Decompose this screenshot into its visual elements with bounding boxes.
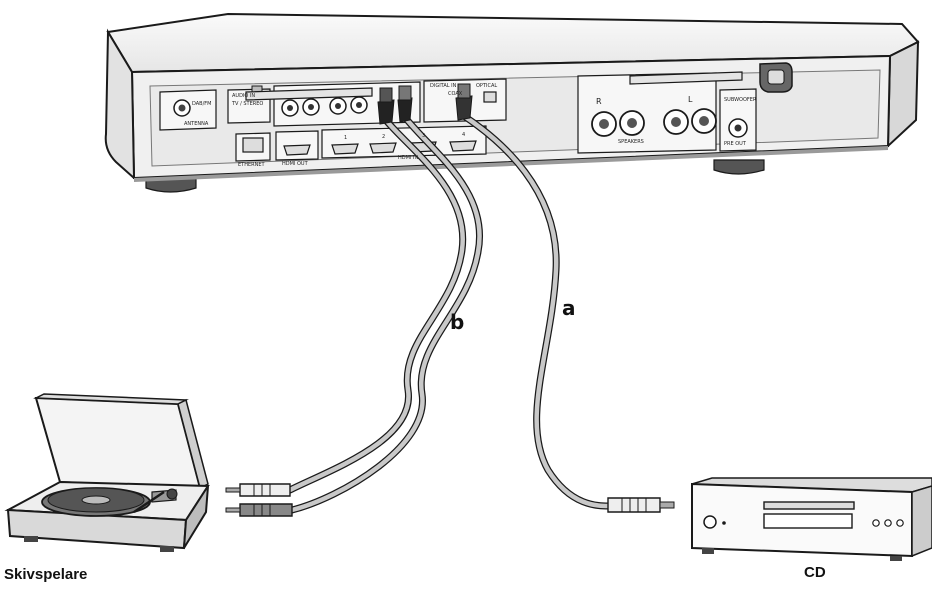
speaker-terminal-icon [591, 108, 717, 137]
hdmi-port-icon [283, 144, 311, 156]
cd-player-label: CD [804, 564, 826, 581]
ethernet-label: ETHERNET [238, 162, 265, 168]
digital-optical-label: OPTICAL [476, 83, 498, 89]
audio-in-sublabel: TV / STEREO [232, 101, 264, 107]
hdmi-in-label: HDMI IN [398, 155, 419, 161]
cd-plug [607, 497, 675, 513]
digital-coax-label: COAX [448, 91, 463, 97]
hdmi-port-1-label: 1 [344, 135, 348, 141]
hdmi-port-3-label: 3 [422, 133, 426, 139]
pre-out-label: PRE OUT [724, 141, 746, 147]
turntable-plugs [225, 483, 293, 517]
hdmi-out-label: HDMI OUT [282, 161, 308, 167]
optical-port-icon [483, 91, 497, 103]
cable-a-label: a [562, 296, 576, 320]
speaker-r-label: R [596, 97, 602, 106]
cable-a [460, 112, 616, 510]
av-receiver [104, 12, 920, 193]
speaker-l-label: L [688, 95, 693, 104]
ethernet-port-icon [242, 137, 264, 153]
subwoofer-label: SUBWOOFER [724, 97, 757, 103]
rca-jack-icon [281, 96, 368, 117]
cable-b-label: b [450, 310, 465, 334]
antenna-label: DAB/FM [192, 101, 212, 107]
hdmi-port-4-label: 4 [462, 132, 466, 138]
cable-b [286, 112, 484, 514]
audio-in-label: AUDIO IN [232, 93, 256, 99]
rca-plug-icon [377, 83, 473, 125]
turntable-label: Skivspelare [4, 566, 88, 583]
speakers-label: SPEAKERS [618, 139, 644, 145]
turntable-icon [4, 393, 210, 552]
cd-player-icon [691, 477, 932, 561]
antenna-sublabel: ANTENNA [184, 121, 209, 127]
hdmi-port-2-label: 2 [382, 134, 386, 140]
digital-in-label: DIGITAL IN [430, 83, 457, 89]
